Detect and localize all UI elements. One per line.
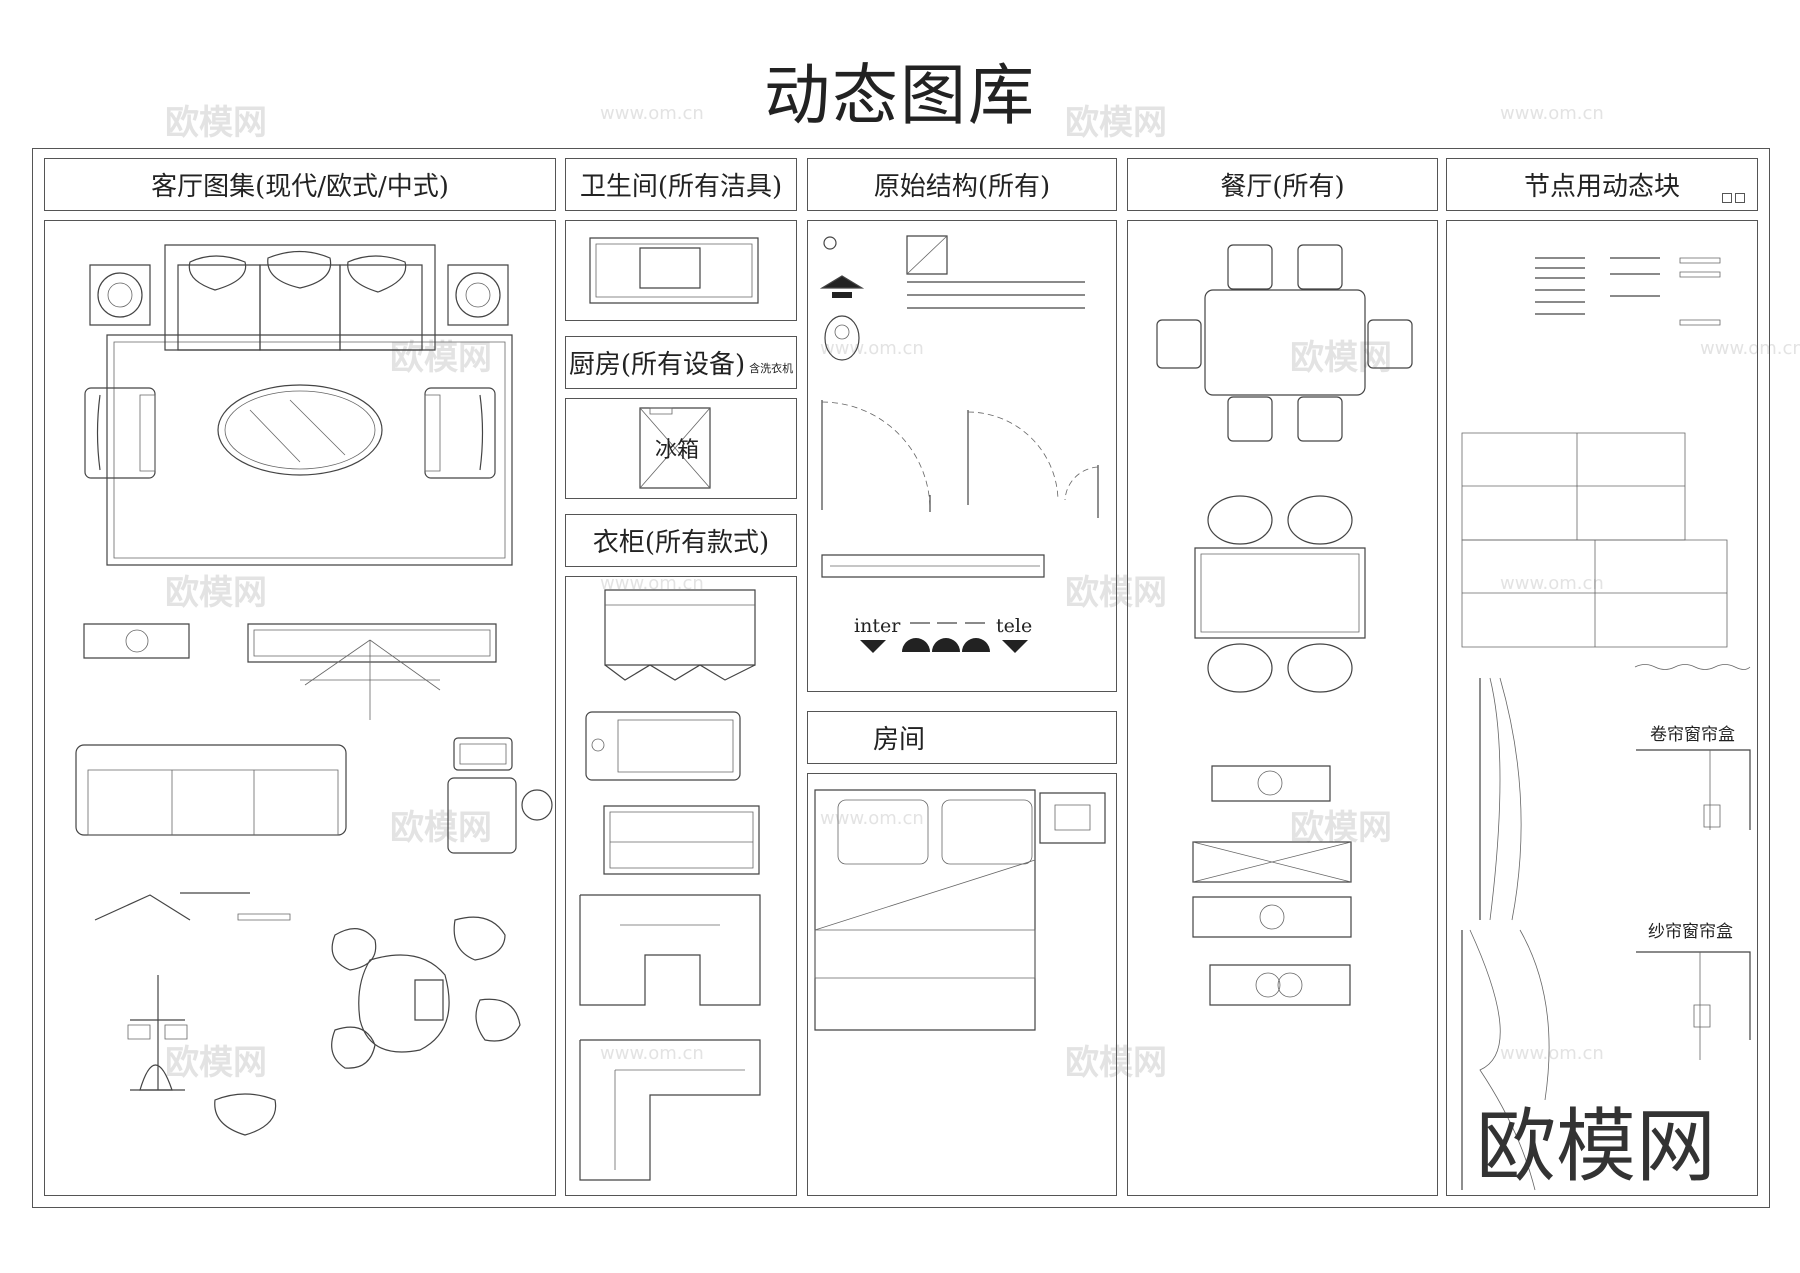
header-node: 节点用动态块 (1446, 158, 1758, 211)
sideboards (1193, 766, 1351, 1005)
lounge-chair (448, 738, 552, 853)
fridge-label: 冰箱 (655, 438, 700, 463)
brand-logo: 欧模网 (1476, 1100, 1716, 1193)
side-table-right (448, 265, 508, 325)
panel-living (44, 220, 556, 1196)
section-detail-table (1462, 433, 1727, 647)
fridge-symbol (640, 408, 710, 488)
outer-frame (32, 148, 1770, 1208)
wardrobe-hangers-2 (586, 712, 740, 780)
header-room: 房间 (807, 711, 1117, 764)
floor-lamp (128, 975, 187, 1090)
dining-table-6 (1157, 245, 1412, 441)
tea-set-rocks (332, 917, 520, 1068)
inter-label: inter (854, 615, 901, 637)
tele-label: tele (996, 615, 1033, 637)
socket-symbols (860, 623, 1028, 653)
panel-node (1446, 220, 1758, 1196)
panel-wardrobe (565, 576, 797, 1196)
tv-cabinet (84, 624, 496, 720)
sheer-box-label: 纱帘窗帘盒 (1648, 922, 1733, 942)
cushion (215, 1094, 276, 1135)
curtain-elevation-1 (1480, 678, 1521, 920)
page-title: 动态图库 (764, 57, 1036, 134)
header-kitchen: 厨房(所有设备)含洗衣机 (565, 336, 797, 389)
wardrobe-hangers-1 (605, 590, 755, 680)
partition-pieces (95, 893, 290, 920)
header-structure-label: 原始结构(所有) (873, 172, 1051, 202)
sheer-box-detail (1636, 952, 1750, 1060)
three-seat-sofa (165, 245, 435, 350)
header-kitchen-label: 厨房(所有设备) (568, 350, 746, 380)
header-node-marker (1735, 193, 1745, 203)
header-bathroom-label: 卫生间(所有洁具) (579, 172, 783, 202)
panel-bathroom (565, 220, 797, 321)
column-symbol (824, 237, 836, 249)
header-dining-label: 餐厅(所有) (1220, 172, 1345, 202)
rug (107, 335, 512, 565)
header-living-label: 客厅图集(现代/欧式/中式) (151, 172, 449, 202)
long-sofa (76, 745, 346, 835)
wardrobe-hangers-3 (604, 806, 759, 874)
walk-in-wardrobe-l (580, 1040, 760, 1180)
oval-coffee-table (218, 385, 382, 475)
side-table-left (90, 265, 150, 325)
panel-room (807, 773, 1117, 1196)
dining-table-4 (1195, 496, 1365, 692)
panel-dining (1127, 220, 1438, 1196)
header-node-marker (1722, 193, 1732, 203)
armchair-left (85, 388, 155, 478)
vanity-sink (590, 238, 758, 303)
header-wardrobe-label: 衣柜(所有款式) (592, 528, 770, 558)
header-node-label: 节点用动态块 (1523, 172, 1680, 202)
header-living: 客厅图集(现代/欧式/中式) (44, 158, 556, 211)
header-structure: 原始结构(所有) (807, 158, 1117, 211)
panel-kitchen (565, 398, 797, 499)
curtain-elevation-2 (1462, 930, 1549, 1190)
roller-box-label: 卷帘窗帘盒 (1650, 725, 1735, 745)
walk-in-wardrobe-u (580, 895, 760, 1005)
header-bathroom: 卫生间(所有洁具) (565, 158, 797, 211)
roller-box-detail (1635, 665, 1750, 831)
armchair-right (425, 388, 495, 478)
sliding-door (822, 555, 1044, 577)
door-swings (822, 400, 1098, 518)
panel-structure (807, 220, 1117, 692)
header-wardrobe: 衣柜(所有款式) (565, 514, 797, 567)
line-type-legend (1535, 258, 1720, 325)
header-room-label: 房间 (873, 725, 926, 755)
rug-inner (114, 342, 505, 558)
header-dining: 餐厅(所有) (1127, 158, 1438, 211)
bed-plan (815, 790, 1105, 1030)
header-kitchen-note: 含洗衣机 (749, 361, 794, 375)
entry-arrow (822, 276, 862, 360)
window-symbol (907, 236, 1085, 308)
